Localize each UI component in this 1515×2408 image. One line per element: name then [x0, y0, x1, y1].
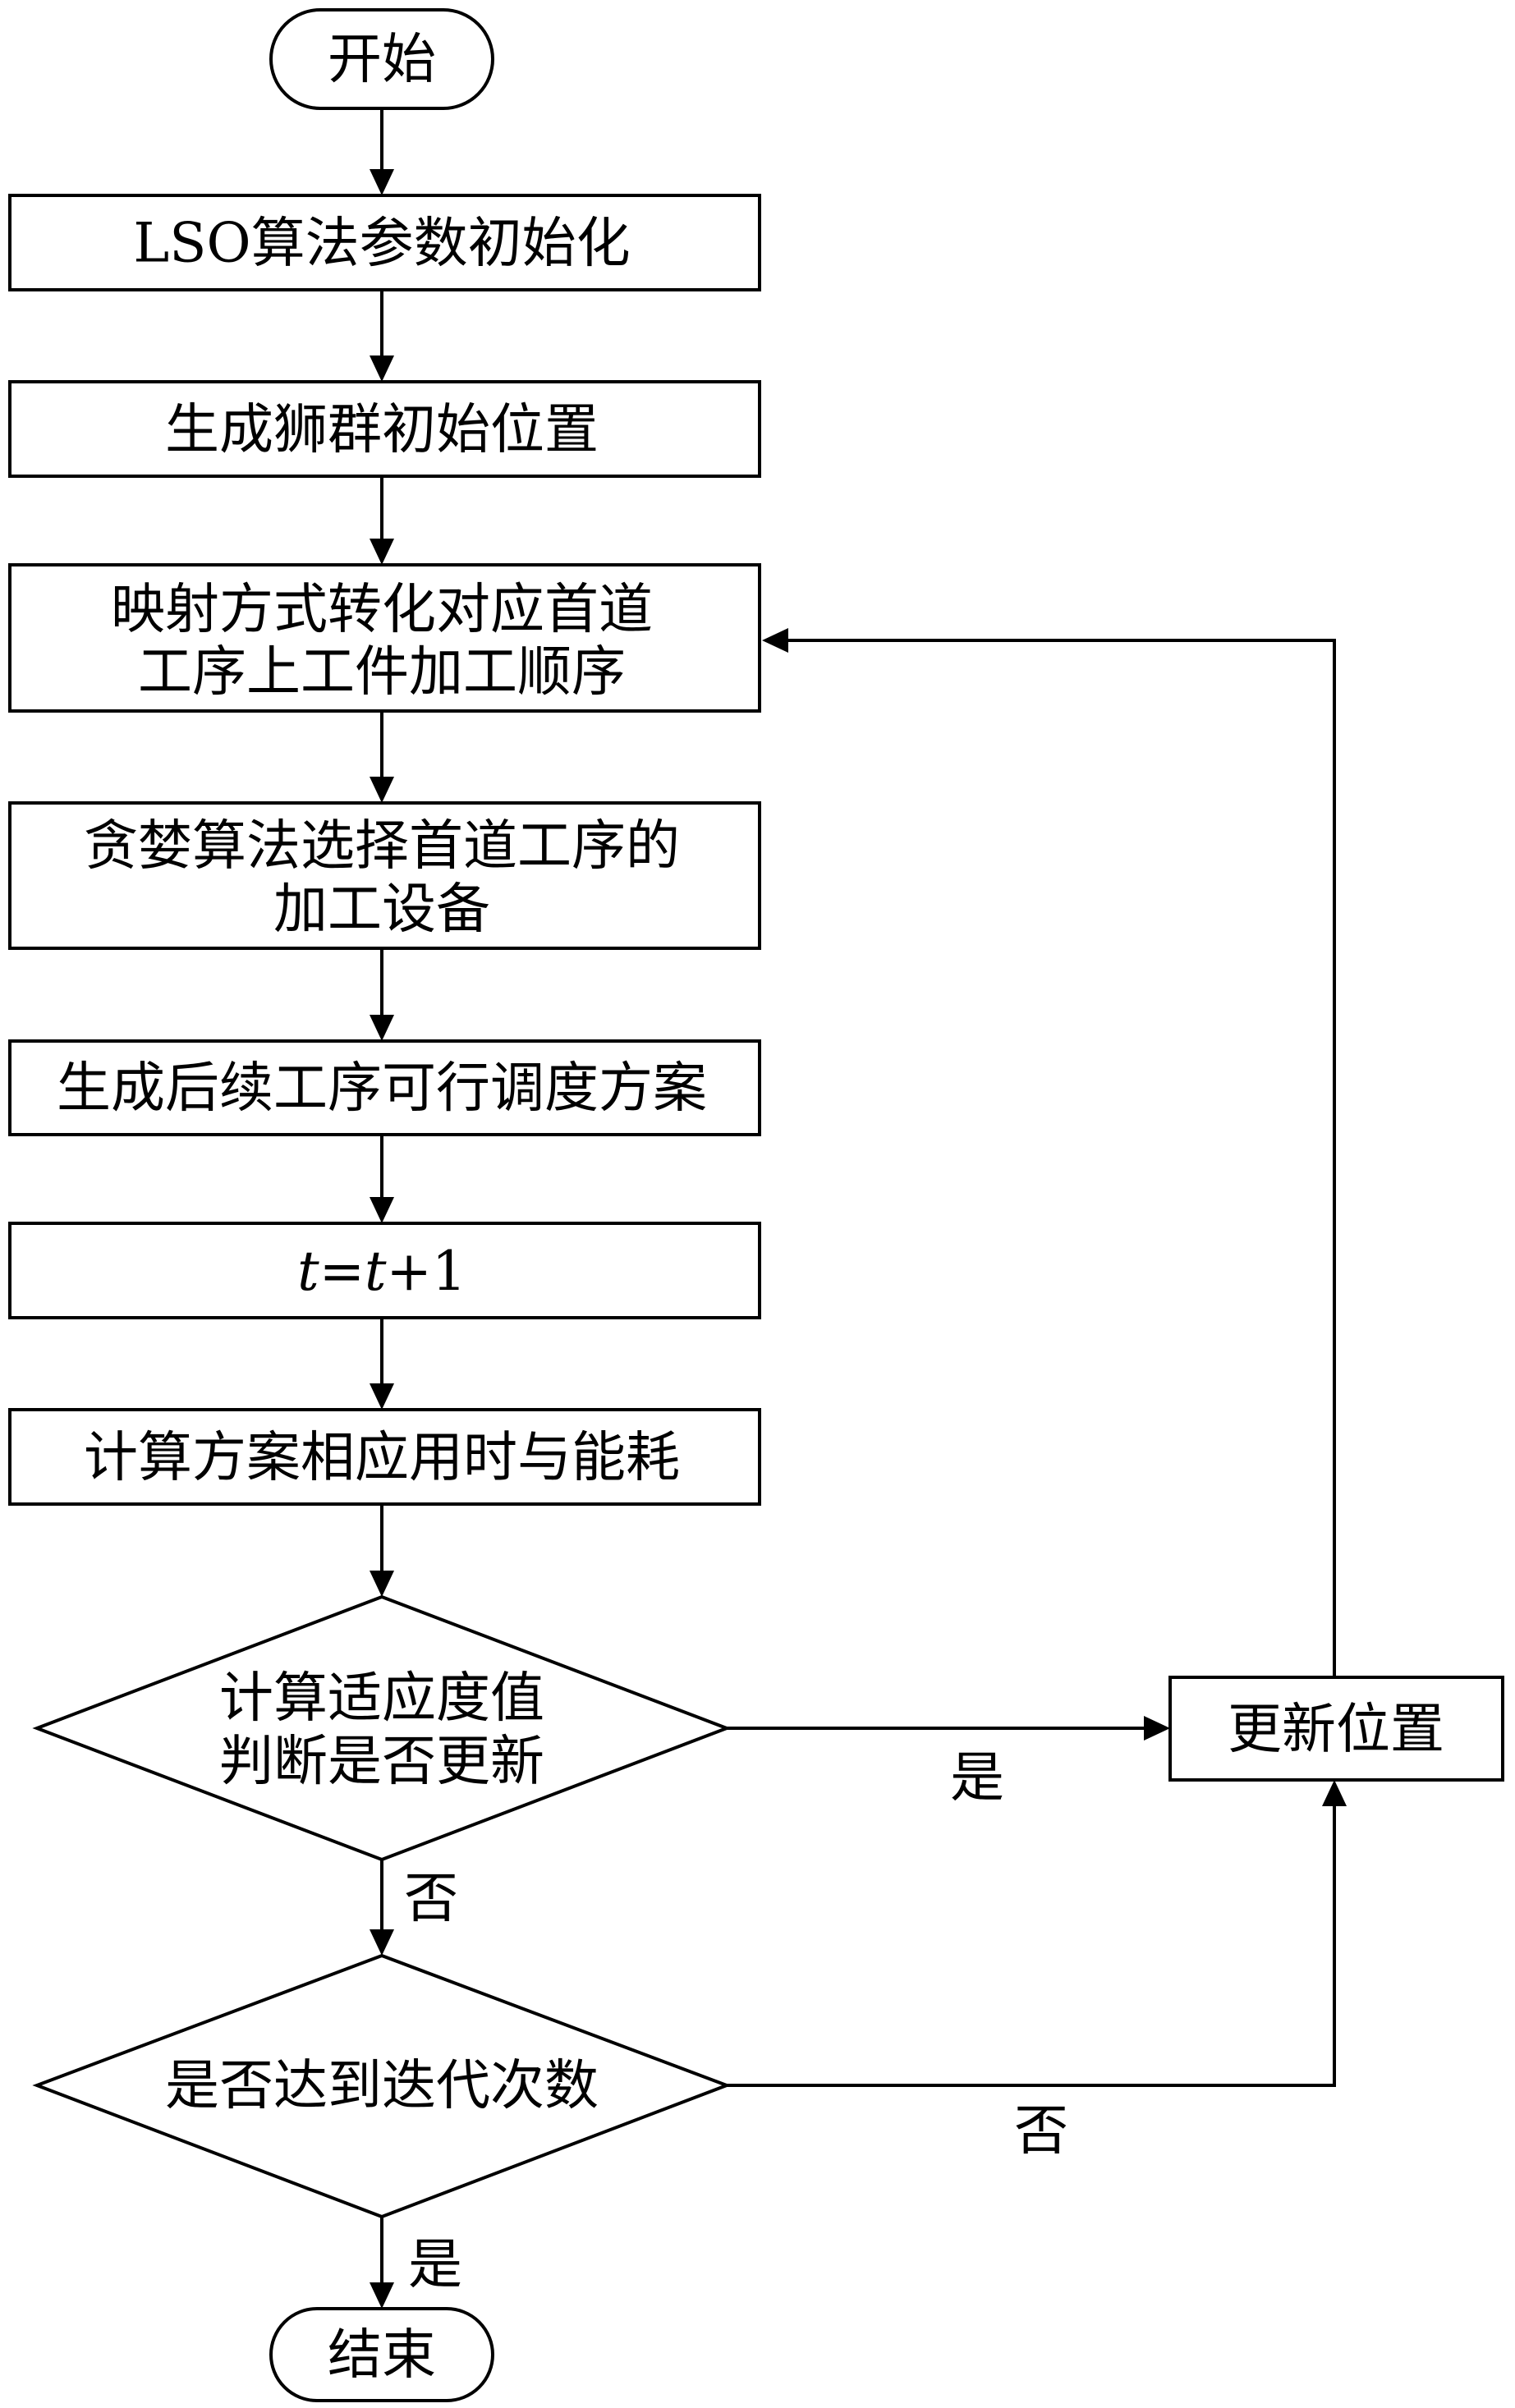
process-compute-time-energy-box — [8, 1408, 761, 1506]
terminal-start-label: 开始 — [328, 28, 436, 91]
process-greedy-select-box — [8, 801, 761, 950]
arrowhead-update-position-bottom — [1322, 1780, 1347, 1806]
process-increment-label: t=t+1 — [297, 1240, 466, 1303]
edge-label-iteration-no: 否 — [1014, 2099, 1068, 2163]
process-init-positions: 生成狮群初始位置 — [8, 380, 761, 478]
edge-label-fitness-no: 否 — [404, 1867, 458, 1930]
edge-label-iteration-yes: 是 — [408, 2233, 462, 2296]
decision-fitness-line-1: 计算适应度值 — [219, 1667, 544, 1730]
process-init-positions-box — [8, 380, 761, 478]
terminal-end-label: 结束 — [328, 2323, 436, 2387]
process-greedy-select-line-1: 贪婪算法选择首道工序的 — [84, 814, 680, 878]
terminal-end: 结束 — [269, 2307, 494, 2402]
arrowhead-map-order-loop — [762, 628, 788, 653]
process-greedy-select: 贪婪算法选择首道工序的 加工设备 — [8, 801, 761, 950]
connectors — [370, 108, 1347, 2309]
terminal-start: 开始 — [269, 8, 494, 110]
process-update-position: 更新位置 — [1168, 1676, 1504, 1782]
edge-update-to-map-order — [787, 639, 1336, 1677]
process-update-position-label: 更新位置 — [1228, 1698, 1444, 1761]
decision-iteration: 是否达到迭代次数 — [32, 1953, 732, 2219]
decision-fitness-line-2: 判断是否更新 — [219, 1730, 544, 1793]
edge-label-fitness-yes: 是 — [950, 1746, 1004, 1809]
process-map-order-line-1: 映射方式转化对应首道 — [111, 578, 653, 641]
arrowhead-compute — [370, 1383, 394, 1410]
process-greedy-select-line-2: 加工设备 — [273, 878, 490, 941]
terminal-start-shape — [269, 8, 494, 110]
arrowhead-update-position-left — [1144, 1716, 1170, 1741]
process-increment-box — [8, 1222, 761, 1319]
decision-fitness: 计算适应度值 判断是否更新 — [32, 1594, 732, 1862]
process-init-params-label: LSO算法参数初始化 — [133, 212, 630, 275]
process-init-params: LSO算法参数初始化 — [8, 194, 761, 291]
terminal-end-shape — [269, 2307, 494, 2402]
arrowhead-end — [370, 2282, 394, 2309]
arrowhead-increment — [370, 1197, 394, 1223]
arrowhead-init-positions — [370, 355, 394, 382]
process-init-positions-label: 生成狮群初始位置 — [165, 398, 599, 461]
process-map-order-box — [8, 563, 761, 713]
process-map-order-line-2: 工序上工件加工顺序 — [138, 640, 626, 704]
process-increment: t=t+1 — [8, 1222, 761, 1319]
process-init-params-box — [8, 194, 761, 291]
arrowhead-gen-schedule — [370, 1015, 394, 1041]
arrowhead-iteration-decision — [370, 1929, 394, 1956]
process-gen-schedule-label: 生成后续工序可行调度方案 — [57, 1057, 707, 1120]
arrowhead-init-params — [370, 169, 394, 195]
process-compute-time-energy-label: 计算方案相应用时与能耗 — [84, 1426, 680, 1489]
decision-fitness-diamond — [32, 1594, 732, 1862]
process-gen-schedule: 生成后续工序可行调度方案 — [8, 1039, 761, 1136]
process-map-order: 映射方式转化对应首道 工序上工件加工顺序 — [8, 563, 761, 713]
process-update-position-box — [1168, 1676, 1504, 1782]
decision-iteration-label: 是否达到迭代次数 — [165, 2054, 599, 2117]
process-gen-schedule-box — [8, 1039, 761, 1136]
decision-iteration-diamond — [32, 1953, 732, 2219]
arrowhead-greedy-select — [370, 777, 394, 803]
arrowhead-fitness-decision — [370, 1571, 394, 1597]
arrowhead-map-order — [370, 539, 394, 565]
edge-iteration-to-update — [727, 1805, 1336, 2087]
process-compute-time-energy: 计算方案相应用时与能耗 — [8, 1408, 761, 1506]
